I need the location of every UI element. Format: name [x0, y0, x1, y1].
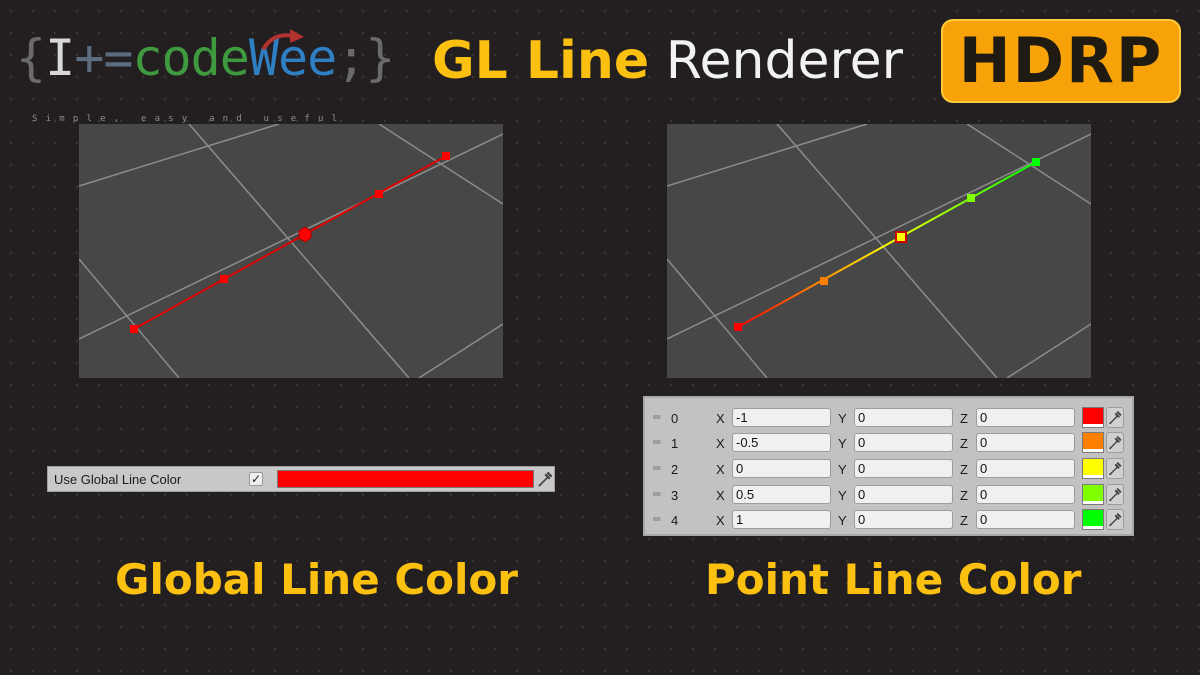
z-axis-label: Z [960, 436, 968, 451]
logo-brace-open: { [16, 29, 46, 87]
logo-tagline: Simple, easy and useful [32, 114, 346, 124]
line-point-3[interactable] [375, 190, 383, 198]
z-axis-label: Z [960, 411, 968, 426]
logo-wordmark: {I+=codeWee;} [16, 29, 395, 87]
point-index: 4 [671, 513, 679, 528]
y-axis-label: Y [838, 411, 847, 426]
global-color-field[interactable] [277, 470, 534, 488]
logo-semicolon: ; [336, 29, 366, 87]
z-axis-label: Z [960, 488, 968, 503]
z-axis-label: Z [960, 462, 968, 477]
line-point-4[interactable] [442, 152, 450, 160]
scene-viewport-global[interactable] [79, 124, 503, 378]
scene-view-global [79, 124, 503, 378]
z-field[interactable]: 0 [976, 485, 1075, 504]
point-color-swatch[interactable] [1082, 509, 1104, 530]
caption-global-line-color: Global Line Color [115, 555, 518, 604]
point-color-swatch[interactable] [1082, 432, 1104, 453]
x-field[interactable]: -0.5 [732, 433, 831, 452]
global-line-color-label: Use Global Line Color [54, 472, 182, 487]
global-line-color-row: Use Global Line Color ✓ [47, 466, 555, 492]
logo-brace-close: } [365, 29, 395, 87]
y-axis-label: Y [838, 488, 847, 503]
drag-handle-icon[interactable]: ═ [653, 487, 661, 501]
logo-arrow-icon [262, 29, 304, 50]
line-point-0[interactable] [130, 325, 138, 333]
eyedropper-icon[interactable] [1106, 432, 1124, 453]
x-axis-label: X [716, 488, 725, 503]
scene-view-point [667, 124, 1091, 378]
y-field[interactable]: 0 [854, 433, 953, 452]
point-color-swatch[interactable] [1082, 407, 1104, 428]
x-axis-label: X [716, 513, 725, 528]
z-field[interactable]: 0 [976, 433, 1075, 452]
line-point-0[interactable] [734, 323, 742, 331]
point-color-swatch[interactable] [1082, 458, 1104, 479]
z-field[interactable]: 0 [976, 408, 1075, 427]
point-index: 3 [671, 488, 679, 503]
grid-lines [79, 124, 503, 378]
caption-point-line-color: Point Line Color [705, 555, 1082, 604]
line-segment [133, 155, 447, 330]
y-axis-label: Y [838, 513, 847, 528]
global-line-color-checkbox[interactable]: ✓ [249, 472, 263, 486]
logo-operator: += [74, 29, 133, 87]
x-axis-label: X [716, 436, 725, 451]
grid-lines [667, 124, 1091, 378]
point-index: 0 [671, 411, 679, 426]
x-field[interactable]: -1 [732, 408, 831, 427]
eyedropper-icon[interactable] [1106, 407, 1124, 428]
hdrp-badge: HDRP [941, 19, 1181, 103]
y-axis-label: Y [838, 462, 847, 477]
logo-name-code: code [132, 29, 249, 87]
pivot-gizmo[interactable] [298, 226, 312, 243]
eyedropper-icon[interactable] [1106, 509, 1124, 530]
drag-handle-icon[interactable]: ═ [653, 512, 661, 526]
drag-handle-icon[interactable]: ═ [653, 435, 661, 449]
line-point-1[interactable] [220, 275, 228, 283]
drag-handle-icon[interactable]: ═ [653, 461, 661, 475]
z-axis-label: Z [960, 513, 968, 528]
eyedropper-icon[interactable] [1106, 484, 1124, 505]
z-field[interactable]: 0 [976, 510, 1075, 529]
drag-handle-icon[interactable]: ═ [653, 410, 661, 424]
title-highlight: GL Line [432, 31, 650, 91]
y-field[interactable]: 0 [854, 408, 953, 427]
z-field[interactable]: 0 [976, 459, 1075, 478]
x-field[interactable]: 0.5 [732, 485, 831, 504]
line-point-1[interactable] [820, 277, 828, 285]
logo-cursor: I [45, 29, 75, 87]
y-field[interactable]: 0 [854, 510, 953, 529]
x-axis-label: X [716, 411, 725, 426]
line-point-3[interactable] [967, 194, 975, 202]
line-point-4[interactable] [1032, 158, 1040, 166]
y-axis-label: Y [838, 436, 847, 451]
x-field[interactable]: 1 [732, 510, 831, 529]
point-index: 1 [671, 436, 679, 451]
page-title: GL Line Renderer [432, 26, 903, 96]
y-field[interactable]: 0 [854, 485, 953, 504]
y-field[interactable]: 0 [854, 459, 953, 478]
x-axis-label: X [716, 462, 725, 477]
x-field[interactable]: 0 [732, 459, 831, 478]
point-color-swatch[interactable] [1082, 484, 1104, 505]
point-index: 2 [671, 462, 679, 477]
codewee-logo: {I+=codeWee;} Simple, easy and useful [16, 22, 436, 124]
title-rest: Renderer [649, 31, 904, 91]
eyedropper-icon[interactable] [536, 469, 554, 489]
pivot-gizmo[interactable] [895, 231, 907, 243]
scene-viewport-point[interactable] [667, 124, 1091, 378]
gradient-line-segment [737, 161, 1037, 328]
eyedropper-icon[interactable] [1106, 458, 1124, 479]
